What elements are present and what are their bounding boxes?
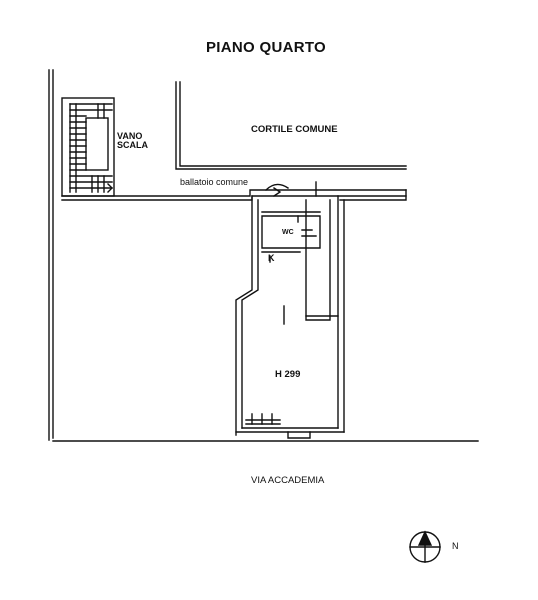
- wc-walls: [261, 215, 321, 249]
- compass-icon: [409, 530, 441, 563]
- balcony-line-top: [61, 189, 407, 197]
- kitchen-label: K: [268, 253, 275, 263]
- plan-title: PIANO QUARTO: [206, 39, 326, 56]
- balcony-label: ballatoio comune: [180, 177, 249, 187]
- courtyard-boundary-inner: [179, 81, 407, 167]
- shaft: [305, 199, 331, 321]
- courtyard-label: CORTILE COMUNE: [251, 124, 338, 135]
- street-label: VIA ACCADEMIA: [251, 475, 325, 486]
- balcony-line-end: [339, 189, 407, 201]
- door-swing-icon: [265, 181, 317, 197]
- window-sill: [245, 419, 281, 425]
- stair-label-line2: SCALA: [117, 140, 148, 150]
- wc-label: WC: [282, 229, 294, 236]
- apartment-wall-left-inner: [241, 199, 259, 429]
- staircase-icon: [61, 97, 115, 197]
- courtyard-boundary: [175, 81, 407, 170]
- stair-label-line1: VANO: [117, 131, 143, 141]
- height-label: H 299: [275, 369, 301, 380]
- north-label: N: [452, 541, 459, 551]
- apartment-wall-left: [235, 195, 253, 436]
